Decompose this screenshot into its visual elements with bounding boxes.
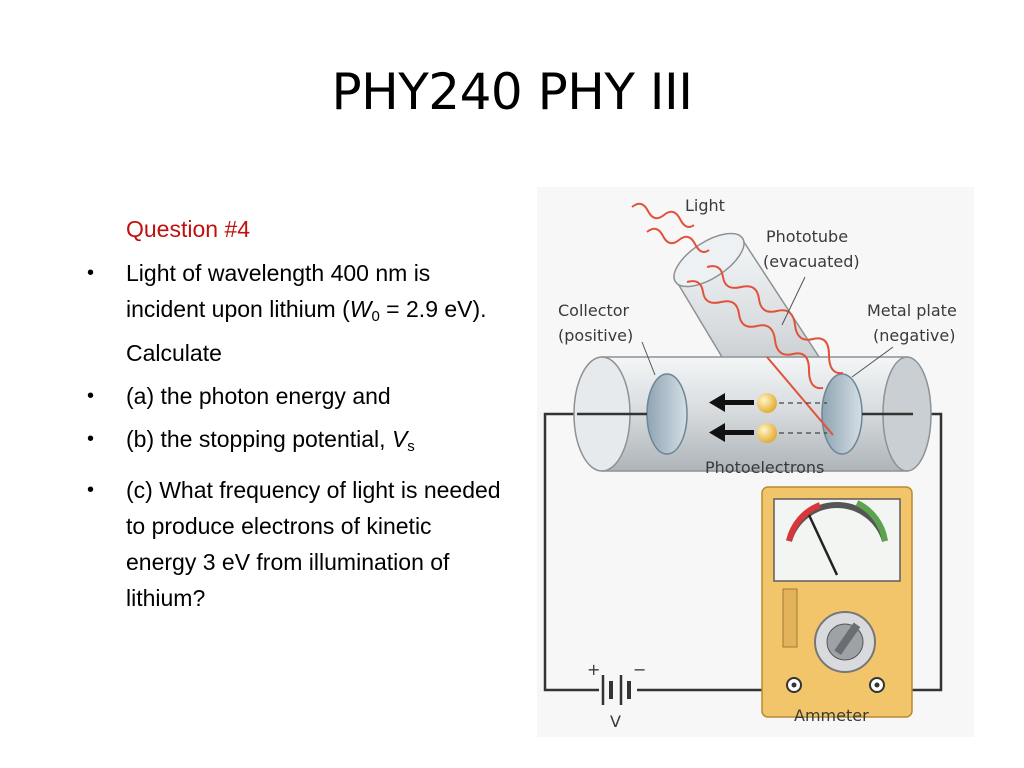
ammeter-needle <box>807 514 839 576</box>
photoelectron <box>757 423 777 443</box>
leader-line <box>641 276 894 378</box>
photoelectrons-label: Photoelectrons <box>705 458 824 477</box>
ammeter <box>761 486 913 718</box>
work-function-symbol: W <box>349 296 372 322</box>
bullet-glyph: • <box>87 385 95 407</box>
bullet-item: • (a) the photon energy and <box>82 378 502 414</box>
question-bullet-list: • Light of wavelength 400 nm is incident… <box>82 255 502 623</box>
bullet-text: (c) What frequency of light is needed to… <box>126 477 501 611</box>
battery-icon <box>601 675 631 705</box>
metal-plate-label: Metal plate <box>867 301 957 320</box>
collector-polarity-label: (positive) <box>558 326 633 345</box>
bullet-text: Light of wavelength 400 nm is incident u… <box>126 260 431 322</box>
collector-plate <box>577 373 688 455</box>
photoelectron-group <box>709 393 827 443</box>
photoelectric-diagram: Light Phototube (evacuated) Collector (p… <box>537 187 974 737</box>
photoelectron <box>757 393 777 413</box>
bullet-glyph: • <box>87 262 95 284</box>
bullet-glyph: • <box>87 428 95 450</box>
bullet-glyph: • <box>87 479 95 501</box>
voltage-label: V <box>610 712 621 731</box>
photoelectric-diagram-svg: Light Phototube (evacuated) Collector (p… <box>543 196 957 731</box>
stopping-potential-subscript: s <box>407 438 415 455</box>
slide-title: PHY240 PHY III <box>331 63 693 121</box>
arrow-icon <box>709 393 754 442</box>
light-label: Light <box>685 196 725 215</box>
metal-plate-polarity-label: (negative) <box>873 326 955 345</box>
question-label: Question #4 <box>126 216 251 242</box>
stopping-potential-symbol: V <box>391 426 408 452</box>
collector-label: Collector <box>558 301 630 320</box>
ammeter-label: Ammeter <box>794 706 869 725</box>
battery-plus-label: + <box>587 660 600 679</box>
bullet-text-end: = 2.9 eV). Calculate <box>126 296 487 366</box>
bullet-text: (b) the stopping potential, <box>126 426 392 452</box>
light-wave <box>631 202 844 436</box>
bullet-item: • Light of wavelength 400 nm is incident… <box>82 255 502 371</box>
battery-minus-label: − <box>633 660 646 679</box>
bullet-item: • (c) What frequency of light is needed … <box>82 472 502 616</box>
evacuated-label: (evacuated) <box>763 252 860 271</box>
bullet-item: • (b) the stopping potential, Vs <box>82 421 502 465</box>
phototube-label: Phototube <box>766 227 848 246</box>
work-function-subscript: 0 <box>371 308 380 325</box>
bullet-text: (a) the photon energy and <box>126 383 391 409</box>
